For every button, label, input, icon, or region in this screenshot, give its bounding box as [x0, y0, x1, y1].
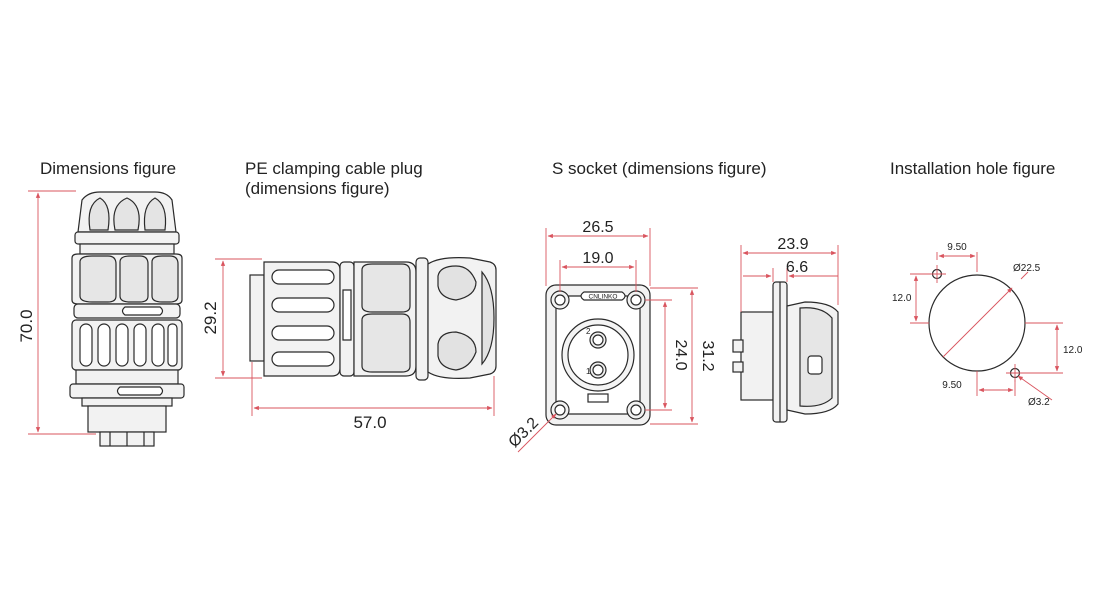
label-hole-dx-bottom: 9.50: [942, 380, 962, 391]
title-installation-hole: Installation hole figure: [890, 159, 1056, 178]
dim-socket-hole-spacing: [559, 260, 637, 292]
label-plug-length: 57.0: [353, 413, 386, 432]
title-plug-line2: (dimensions figure): [245, 179, 390, 198]
dim-total-height: [28, 190, 96, 435]
brand-mark: CNLINKO: [589, 294, 618, 301]
label-socket-inner: 24.0: [672, 339, 689, 370]
dim-side-length: [740, 245, 839, 312]
label-hole-dy-right: 12.0: [1063, 345, 1083, 356]
title-plug-line1: PE clamping cable plug: [245, 159, 423, 178]
label-side-length: 23.9: [777, 236, 808, 253]
label-socket-hole-spacing: 19.0: [582, 250, 613, 267]
title-socket: S socket (dimensions figure): [552, 159, 767, 178]
label-socket-width: 26.5: [582, 219, 613, 236]
label-hole-dx-top: 9.50: [947, 242, 967, 253]
dim-socket-inner: [645, 299, 672, 411]
label-plug-diameter: 29.2: [201, 301, 220, 334]
cable-plug-drawing: [249, 257, 497, 381]
label-socket-height: 31.2: [699, 340, 716, 371]
label-hole-dy-left: 12.0: [892, 293, 912, 304]
label-total-height: 70.0: [17, 309, 36, 342]
label-hole-main-diameter: Ø22.5: [1013, 263, 1041, 274]
label-side-flange: 6.6: [786, 259, 808, 276]
assembled-connector-drawing: [69, 191, 185, 447]
dim-socket-height: [650, 287, 698, 425]
dim-socket-width: [545, 228, 651, 286]
dim-socket-mount-leader: [517, 413, 557, 453]
installation-hole-dims: [910, 252, 1063, 401]
dim-plug-length: [251, 362, 495, 416]
label-hole-small-diameter: Ø3.2: [1028, 397, 1050, 408]
pin-label-1: 1: [586, 367, 591, 376]
dim-plug-diameter: [215, 258, 262, 379]
socket-front-drawing: [545, 284, 651, 426]
dim-side-flange: [743, 268, 838, 282]
pin-label-2: 2: [586, 327, 591, 336]
socket-side-drawing: [732, 281, 839, 423]
title-dimensions-figure: Dimensions figure: [40, 159, 177, 178]
